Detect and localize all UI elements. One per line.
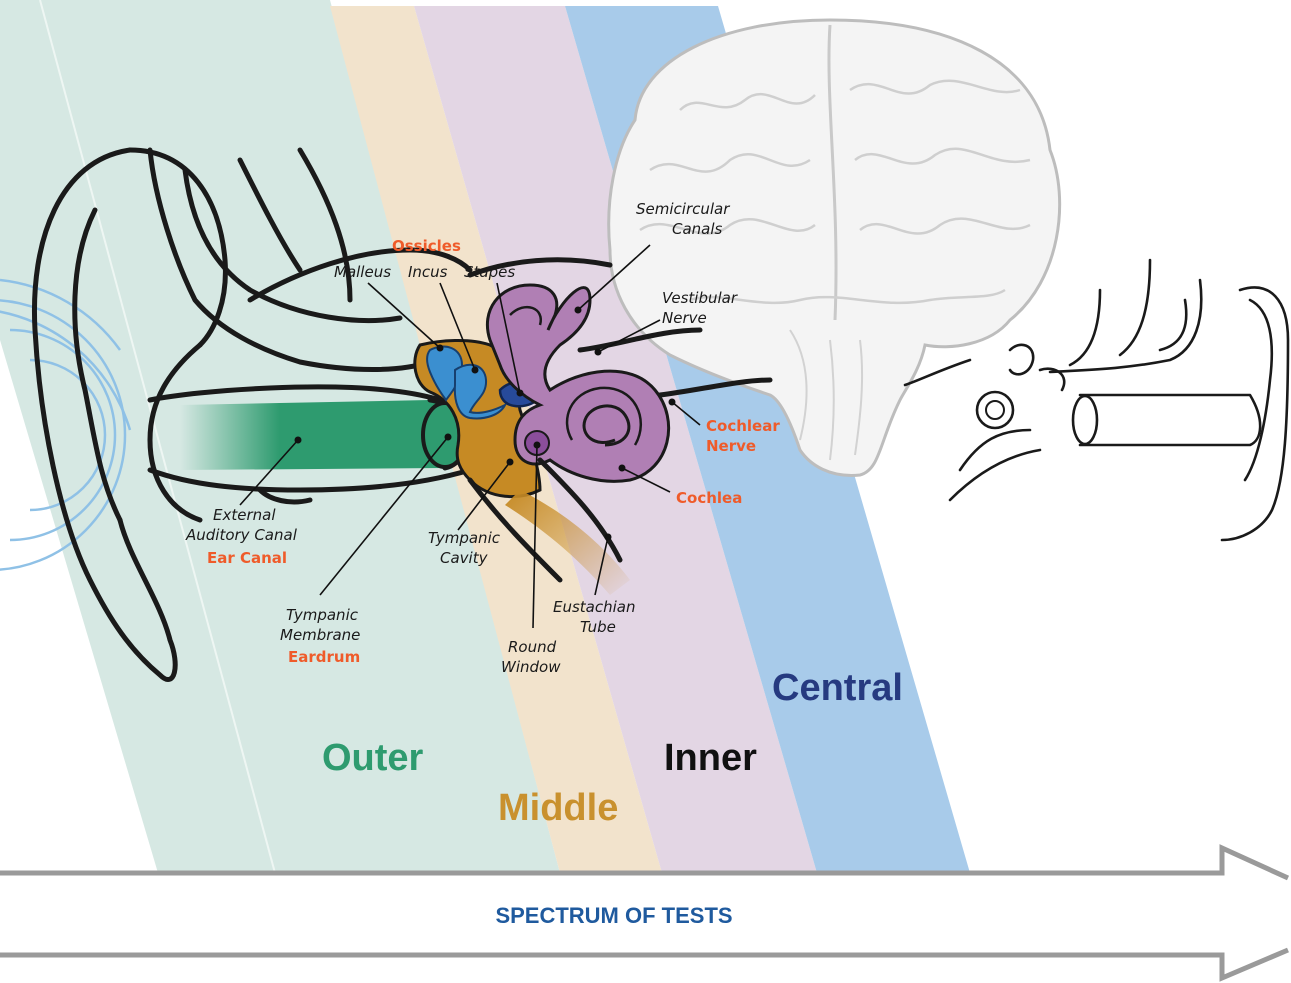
stapes-label: Stapes bbox=[464, 263, 515, 281]
incus-label: Incus bbox=[408, 263, 448, 281]
region-label-middle: Middle bbox=[498, 787, 618, 829]
region-label-central: Central bbox=[772, 667, 903, 709]
cochlea-label: Cochlea bbox=[676, 489, 742, 507]
spectrum-of-tests-label: SPECTRUM OF TESTS bbox=[495, 903, 732, 928]
tympanic-cavity-label-2: Cavity bbox=[440, 549, 489, 567]
vestibular-nerve-label-2: Nerve bbox=[662, 309, 707, 327]
eustachian-tube-label-2: Tube bbox=[580, 618, 616, 636]
region-label-inner: Inner bbox=[664, 737, 757, 779]
ossicles-label: Ossicles bbox=[392, 237, 461, 255]
ear-canal-label: Ear Canal bbox=[207, 549, 287, 567]
tympanic-cavity-label-1: Tympanic bbox=[428, 529, 501, 547]
cochlear-nerve-label-1: Cochlear bbox=[706, 417, 780, 435]
eardrum-label: Eardrum bbox=[288, 648, 360, 666]
external-auditory-canal-label-1: External bbox=[213, 506, 276, 524]
tympanic-membrane-label-2: Membrane bbox=[280, 626, 360, 644]
external-auditory-canal-label-2: Auditory Canal bbox=[185, 526, 298, 544]
semicircular-canals-label-1: Semicircular bbox=[636, 200, 730, 218]
vestibular-nerve-label-1: Vestibular bbox=[662, 289, 738, 307]
round-window-label-2: Window bbox=[501, 658, 561, 676]
malleus-label: Malleus bbox=[334, 263, 391, 281]
region-label-outer: Outer bbox=[322, 737, 424, 779]
eustachian-tube-label-1: Eustachian bbox=[553, 598, 636, 616]
round-window-label-1: Round bbox=[508, 638, 557, 656]
tympanic-membrane-label-1: Tympanic bbox=[286, 606, 359, 624]
semicircular-canals-label-2: Canals bbox=[672, 220, 723, 238]
cochlear-nerve-label-2: Nerve bbox=[706, 437, 756, 455]
